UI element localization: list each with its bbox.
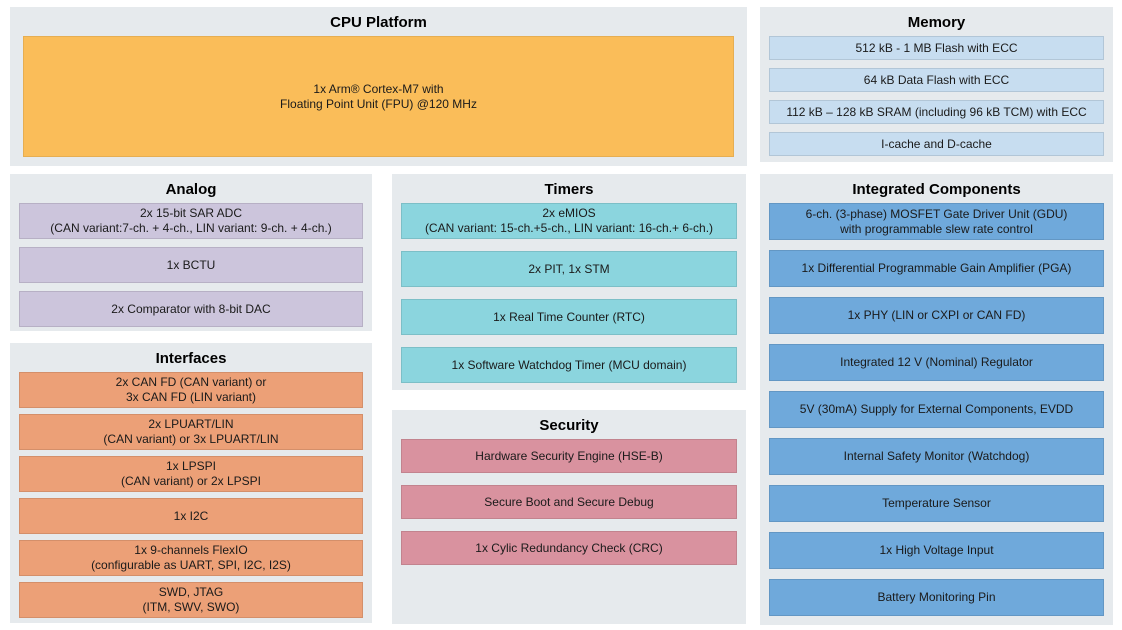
memory-row: 512 kB - 1 MB Flash with ECC [769, 36, 1104, 60]
timers-row: 1x Real Time Counter (RTC) [401, 299, 737, 335]
security-panel: Security Hardware Security Engine (HSE-B… [392, 410, 746, 624]
memory-rows: 512 kB - 1 MB Flash with ECC 64 kB Data … [769, 36, 1104, 156]
analog-panel: Analog 2x 15-bit SAR ADC (CAN variant:7-… [10, 174, 372, 331]
analog-title: Analog [165, 181, 217, 198]
analog-row: 2x 15-bit SAR ADC (CAN variant:7-ch. + 4… [19, 203, 363, 239]
memory-title: Memory [907, 14, 966, 31]
interfaces-row: 1x 9-channels FlexIO (configurable as UA… [19, 540, 363, 576]
integrated-components-panel: Integrated Components 6-ch. (3-phase) MO… [760, 174, 1113, 625]
integrated-components-row: 1x Differential Programmable Gain Amplif… [769, 250, 1104, 287]
integrated-components-rows: 6-ch. (3-phase) MOSFET Gate Driver Unit … [769, 203, 1104, 616]
timers-row: 1x Software Watchdog Timer (MCU domain) [401, 347, 737, 383]
memory-row: 64 kB Data Flash with ECC [769, 68, 1104, 92]
memory-row: I-cache and D-cache [769, 132, 1104, 156]
integrated-components-row: 5V (30mA) Supply for External Components… [769, 391, 1104, 428]
integrated-components-title: Integrated Components [852, 181, 1021, 198]
interfaces-row: 2x LPUART/LIN (CAN variant) or 3x LPUART… [19, 414, 363, 450]
cpu-platform-panel: CPU Platform 1x Arm® Cortex-M7 with Floa… [10, 7, 747, 166]
analog-row: 2x Comparator with 8-bit DAC [19, 291, 363, 327]
integrated-components-row: 1x High Voltage Input [769, 532, 1104, 569]
timers-row: 2x eMIOS (CAN variant: 15-ch.+5-ch., LIN… [401, 203, 737, 239]
cpu-platform-title: CPU Platform [330, 14, 427, 31]
timers-rows: 2x eMIOS (CAN variant: 15-ch.+5-ch., LIN… [401, 203, 737, 383]
security-title: Security [539, 417, 599, 434]
interfaces-title: Interfaces [155, 350, 227, 367]
interfaces-rows: 2x CAN FD (CAN variant) or 3x CAN FD (LI… [19, 372, 363, 618]
timers-title: Timers [544, 181, 594, 198]
integrated-components-row: Battery Monitoring Pin [769, 579, 1104, 616]
integrated-components-row: 1x PHY (LIN or CXPI or CAN FD) [769, 297, 1104, 334]
security-row: Hardware Security Engine (HSE-B) [401, 439, 737, 473]
security-rows: Hardware Security Engine (HSE-B) Secure … [401, 439, 737, 565]
timers-panel: Timers 2x eMIOS (CAN variant: 15-ch.+5-c… [392, 174, 746, 390]
cpu-core-block: 1x Arm® Cortex-M7 with Floating Point Un… [23, 36, 734, 157]
interfaces-row: 1x I2C [19, 498, 363, 534]
timers-row: 2x PIT, 1x STM [401, 251, 737, 287]
interfaces-row: 2x CAN FD (CAN variant) or 3x CAN FD (LI… [19, 372, 363, 408]
memory-panel: Memory 512 kB - 1 MB Flash with ECC 64 k… [760, 7, 1113, 162]
analog-rows: 2x 15-bit SAR ADC (CAN variant:7-ch. + 4… [19, 203, 363, 327]
memory-row: 112 kB – 128 kB SRAM (including 96 kB TC… [769, 100, 1104, 124]
integrated-components-row: Internal Safety Monitor (Watchdog) [769, 438, 1104, 475]
interfaces-row: SWD, JTAG (ITM, SWV, SWO) [19, 582, 363, 618]
interfaces-panel: Interfaces 2x CAN FD (CAN variant) or 3x… [10, 343, 372, 623]
integrated-components-row: Temperature Sensor [769, 485, 1104, 522]
analog-row: 1x BCTU [19, 247, 363, 283]
security-row: Secure Boot and Secure Debug [401, 485, 737, 519]
security-row: 1x Cylic Redundancy Check (CRC) [401, 531, 737, 565]
integrated-components-row: Integrated 12 V (Nominal) Regulator [769, 344, 1104, 381]
integrated-components-row: 6-ch. (3-phase) MOSFET Gate Driver Unit … [769, 203, 1104, 240]
interfaces-row: 1x LPSPI (CAN variant) or 2x LPSPI [19, 456, 363, 492]
